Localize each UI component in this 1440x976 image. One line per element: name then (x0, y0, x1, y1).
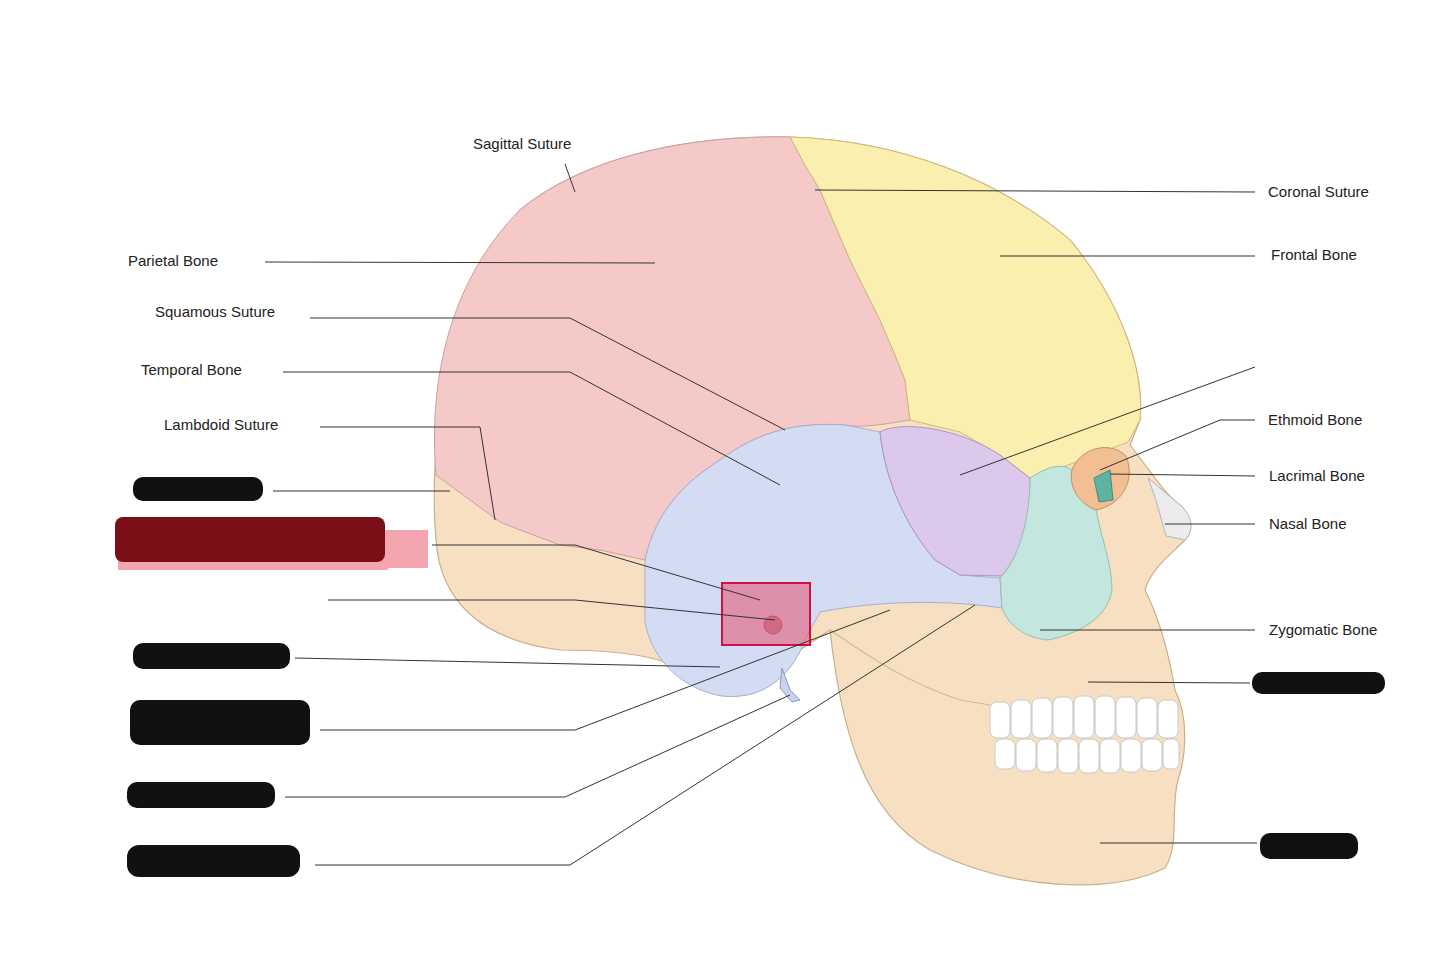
styloid-process (780, 668, 800, 702)
tooth (1100, 739, 1120, 773)
part-label: Coronal Suture (1268, 183, 1369, 201)
leader-line (273, 491, 450, 492)
leader-line (320, 427, 495, 520)
tooth (1158, 700, 1178, 738)
leader-line (815, 190, 1255, 192)
leader-line (1165, 524, 1255, 525)
part-label: Lacrimal Bone (1269, 467, 1365, 485)
tooth (1016, 739, 1036, 771)
leader-line (1100, 420, 1255, 470)
tooth (1137, 698, 1157, 738)
leader-line (295, 658, 720, 667)
nasal-bone (1148, 478, 1191, 540)
tooth (1037, 739, 1057, 772)
leader-line (328, 600, 775, 620)
leader-line (310, 318, 785, 430)
orbit (1071, 448, 1129, 510)
part-label: Nasal Bone (1269, 515, 1347, 533)
tooth (1032, 698, 1052, 738)
sphenoid-bone (880, 427, 1030, 576)
redaction-bar (1252, 672, 1385, 694)
leader-line (315, 605, 975, 865)
part-label: Temporal Bone (141, 361, 242, 379)
leader-line (432, 545, 760, 600)
teeth (990, 696, 1179, 773)
part-label: Zygomatic Bone (1269, 621, 1377, 639)
tooth (1121, 739, 1141, 772)
redaction-bar (1260, 833, 1358, 859)
tooth (1116, 697, 1136, 738)
skull-outline (434, 137, 1190, 885)
leader-line (283, 372, 780, 485)
tooth (1074, 696, 1094, 738)
redaction-bar (130, 700, 310, 745)
leader-lines (265, 164, 1257, 865)
part-label: Parietal Bone (128, 252, 218, 270)
part-label: Frontal Bone (1271, 246, 1357, 264)
leader-line (565, 164, 575, 192)
redaction-bars (115, 477, 1385, 877)
redaction-bar (133, 477, 263, 501)
tooth (1163, 739, 1179, 769)
lacrimal-bone (1094, 470, 1113, 502)
tooth (1095, 696, 1115, 738)
leader-line (1000, 256, 1255, 257)
leader-line (265, 262, 655, 263)
part-label: Lambdoid Suture (164, 416, 278, 434)
tooth (1053, 697, 1073, 738)
leader-line (1088, 682, 1250, 683)
tooth (1079, 739, 1099, 773)
leader-line (1110, 474, 1255, 476)
mandible-edge (830, 630, 990, 705)
leader-line (285, 695, 790, 797)
tooth (995, 739, 1015, 769)
tooth (1058, 739, 1078, 773)
part-label: Sagittal Suture (473, 135, 571, 153)
leader-line (960, 367, 1255, 475)
tooth (990, 702, 1010, 738)
redaction-bar (133, 643, 290, 669)
redaction-bar (127, 782, 275, 808)
part-label: Ethmoid Bone (1268, 411, 1362, 429)
tooth (1142, 739, 1162, 771)
redaction-bar (127, 845, 300, 877)
part-label: Squamous Suture (155, 303, 275, 321)
leader-line (320, 610, 890, 730)
leader-line (1040, 630, 1255, 631)
redaction-bar (115, 517, 385, 562)
leader-line (1100, 843, 1257, 844)
tooth (1011, 700, 1031, 738)
